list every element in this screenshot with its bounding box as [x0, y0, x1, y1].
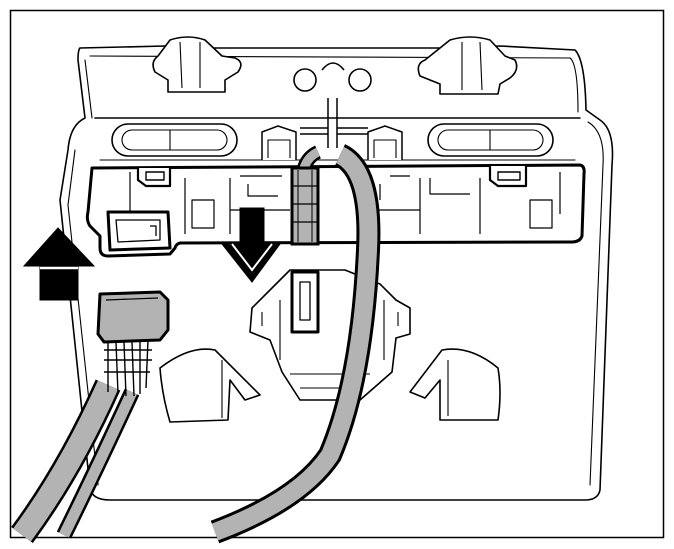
slot-left	[111, 123, 238, 157]
wire-harness-left	[11, 339, 152, 544]
housing-inner-rim-right	[587, 121, 604, 486]
harness-connector-right	[290, 166, 320, 246]
module-bracket	[85, 163, 586, 258]
top-clip-right	[417, 36, 518, 95]
ledge-tabs	[261, 125, 403, 160]
slot-right	[427, 123, 554, 157]
fin-right	[409, 348, 501, 421]
housing-inner-rim-left	[67, 149, 99, 486]
figure-border	[9, 9, 665, 539]
bracket-outline	[85, 163, 586, 258]
mount-connector	[290, 270, 320, 334]
housing-inner-rim	[84, 55, 579, 119]
top-clip-left	[152, 36, 242, 93]
center-top-holes	[293, 62, 372, 92]
harness-connector-left	[96, 290, 170, 344]
arrow-down	[220, 207, 281, 283]
arrow-up	[22, 227, 96, 301]
center-spine	[300, 98, 368, 148]
fin-left	[159, 348, 261, 423]
